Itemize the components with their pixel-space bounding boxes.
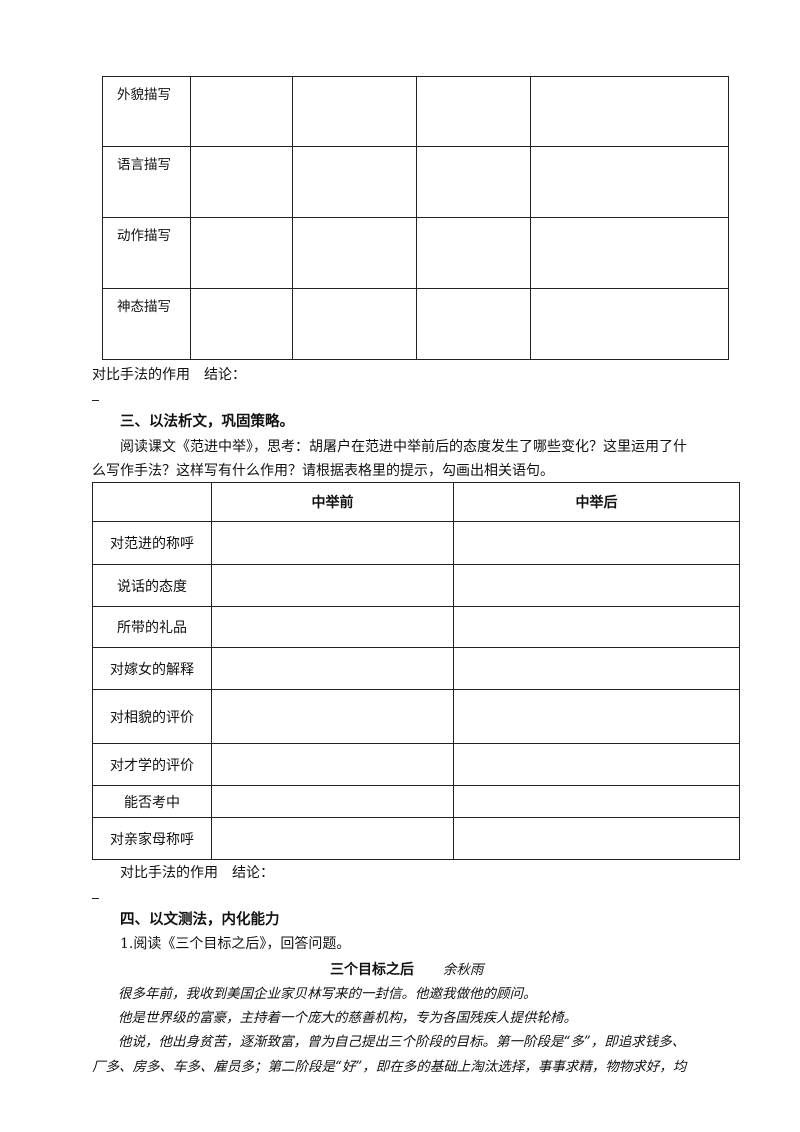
answer-cell[interactable] <box>211 785 454 818</box>
section3-heading: 三、以法析文，巩固策略。 <box>120 414 294 430</box>
answer-blank-line[interactable] <box>92 400 99 401</box>
table1-conclusion: 对比手法的作用 结论： <box>92 367 246 383</box>
section3-para-line1: 阅读课文《范进中举》，思考：胡屠户在范进中举前后的态度发生了哪些变化？这里运用了… <box>120 439 687 455</box>
section3-para-line2: 么写作手法？这样写有什么作用？请根据表格里的提示，勾画出相关语句。 <box>92 463 554 479</box>
answer-cell[interactable] <box>190 146 293 218</box>
answer-cell[interactable] <box>211 689 454 744</box>
answer-cell[interactable] <box>530 217 729 289</box>
table-row: 动作描写 <box>102 217 729 289</box>
answer-cell[interactable] <box>292 76 417 147</box>
answer-cell[interactable] <box>292 146 417 218</box>
answer-cell[interactable] <box>416 146 531 218</box>
table-row: 能否考中 <box>92 785 740 818</box>
answer-cell[interactable] <box>530 288 729 360</box>
row-label: 能否考中 <box>92 785 212 818</box>
row-label: 说话的态度 <box>92 564 212 607</box>
row-label: 神态描写 <box>102 288 191 360</box>
answer-cell[interactable] <box>453 606 740 648</box>
header-after: 中举后 <box>453 482 740 522</box>
table-row: 所带的礼品 <box>92 606 740 648</box>
answer-cell[interactable] <box>211 564 454 607</box>
answer-cell[interactable] <box>416 217 531 289</box>
corner-cell <box>92 482 212 522</box>
table-row: 对亲家母称呼 <box>92 817 740 860</box>
table-row: 对范进的称呼 <box>92 521 740 565</box>
answer-blank-line[interactable] <box>92 898 99 899</box>
attitude-comparison-table: 中举前 中举后 对范进的称呼 说话的态度 所带的礼品 对嫁女的解释 对相貌的评价… <box>92 482 740 860</box>
table-row: 对相貌的评价 <box>92 689 740 744</box>
answer-cell[interactable] <box>211 817 454 860</box>
row-label: 对亲家母称呼 <box>92 817 212 860</box>
section4-heading: 四、以文测法，内化能力 <box>120 912 280 928</box>
row-label: 动作描写 <box>102 217 191 289</box>
answer-cell[interactable] <box>453 521 740 565</box>
row-label: 对范进的称呼 <box>92 521 212 565</box>
article-author: 余秋雨 <box>442 962 484 978</box>
description-table: 外貌描写 语言描写 动作描写 神态描写 <box>102 76 729 360</box>
row-label: 对相貌的评价 <box>92 689 212 744</box>
table-row: 神态描写 <box>102 288 729 360</box>
answer-cell[interactable] <box>190 217 293 289</box>
answer-cell[interactable] <box>453 785 740 818</box>
answer-cell[interactable] <box>211 606 454 648</box>
answer-cell[interactable] <box>211 743 454 786</box>
row-label: 对嫁女的解释 <box>92 647 212 690</box>
table-row: 对嫁女的解释 <box>92 647 740 690</box>
header-before: 中举前 <box>211 482 454 522</box>
answer-cell[interactable] <box>453 564 740 607</box>
answer-cell[interactable] <box>211 647 454 690</box>
answer-cell[interactable] <box>453 647 740 690</box>
table2-conclusion: 对比手法的作用 结论： <box>120 865 274 881</box>
answer-cell[interactable] <box>190 288 293 360</box>
answer-cell[interactable] <box>190 76 293 147</box>
answer-cell[interactable] <box>453 689 740 744</box>
answer-cell[interactable] <box>453 743 740 786</box>
section4-question: 1.阅读《三个目标之后》，回答问题。 <box>120 936 351 952</box>
table-row: 说话的态度 <box>92 564 740 607</box>
row-label: 外貌描写 <box>102 76 191 147</box>
answer-cell[interactable] <box>211 521 454 565</box>
article-line-4: 厂多、房多、车多、雇员多；第二阶段是“好”，即在多的基础上淘汰选择，事事求精，物… <box>92 1059 687 1075</box>
answer-cell[interactable] <box>292 217 417 289</box>
table-row: 语言描写 <box>102 146 729 218</box>
answer-cell[interactable] <box>292 288 417 360</box>
answer-cell[interactable] <box>416 288 531 360</box>
article-line-2: 他是世界级的富豪，主持着一个庞大的慈善机构，专为各国残疾人提供轮椅。 <box>118 1010 577 1026</box>
table-row: 对才学的评价 <box>92 743 740 786</box>
answer-cell[interactable] <box>453 817 740 860</box>
answer-cell[interactable] <box>416 76 531 147</box>
article-title: 三个目标之后 <box>330 962 414 978</box>
article-line-1: 很多年前，我收到美国企业家贝林写来的一封信。他邀我做他的顾问。 <box>118 986 537 1002</box>
table-row: 外貌描写 <box>102 76 729 147</box>
row-label: 语言描写 <box>102 146 191 218</box>
row-label: 对才学的评价 <box>92 743 212 786</box>
row-label: 所带的礼品 <box>92 606 212 648</box>
answer-cell[interactable] <box>530 146 729 218</box>
article-line-3: 他说，他出身贫苦，逐渐致富，曾为自己提出三个阶段的目标。第一阶段是“多”，即追求… <box>118 1034 686 1050</box>
article-header: 三个目标之后 余秋雨 <box>330 958 483 979</box>
table-header-row: 中举前 中举后 <box>92 482 740 522</box>
answer-cell[interactable] <box>530 76 729 147</box>
